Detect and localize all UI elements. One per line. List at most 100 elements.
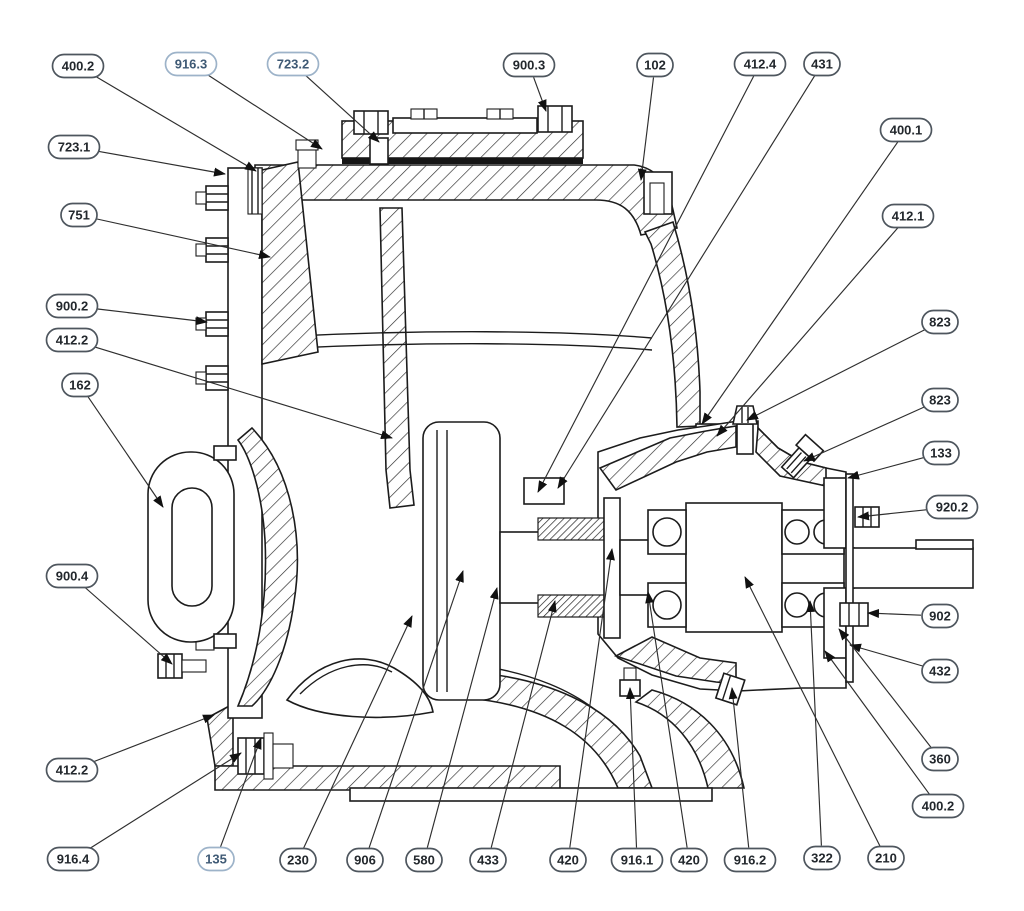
- leader-line-210: [744, 576, 881, 847]
- impeller-vane: [285, 658, 434, 719]
- leader-line-322: [806, 600, 822, 846]
- shaft-sleeve: [499, 531, 613, 604]
- callout-label: 916.4: [57, 852, 90, 867]
- callout-bubble: [879, 117, 933, 143]
- callout-bubble: [51, 53, 105, 79]
- callout-916.1: 916.1: [610, 687, 664, 873]
- cover-bolt: [537, 105, 573, 133]
- callout-bubble: [405, 847, 443, 873]
- callout-label: 412.4: [744, 57, 777, 72]
- leader-line-900.3: [533, 77, 547, 112]
- inner-wall: [379, 207, 415, 509]
- top-plate: [392, 117, 538, 134]
- callout-bubble: [346, 847, 384, 873]
- callout-bubble: [60, 202, 98, 228]
- top-flange: [254, 164, 678, 236]
- callout-label: 133: [930, 446, 952, 461]
- callout-431: 431: [557, 51, 841, 489]
- shaft-keyway: [915, 539, 974, 550]
- callout-label: 751: [68, 208, 90, 223]
- handle-tab: [213, 445, 237, 461]
- volute-right-wall: [643, 220, 701, 428]
- callout-label: 723.2: [277, 57, 310, 72]
- callout-133: 133: [847, 440, 960, 480]
- callout-label: 400.1: [890, 123, 923, 138]
- callout-bubble: [925, 494, 979, 520]
- leader-line-920.2: [857, 509, 927, 521]
- shaft-end: [851, 547, 974, 589]
- callout-906: 906: [346, 570, 464, 873]
- callout-label: 210: [875, 851, 897, 866]
- callout-label: 432: [929, 664, 951, 679]
- callout-412.4: 412.4: [537, 51, 787, 493]
- callout-823: 823: [746, 309, 959, 421]
- callout-900.2: 900.2: [45, 293, 208, 326]
- callout-label: 823: [929, 393, 951, 408]
- callout-bubble: [921, 746, 959, 772]
- callout-bubble: [46, 846, 100, 872]
- cover-bolt: [353, 110, 389, 135]
- callout-bubble: [279, 847, 317, 873]
- wear-plate: [261, 161, 319, 365]
- callout-bubble: [881, 203, 935, 229]
- callout-433: 433: [469, 600, 557, 873]
- callout-723.1: 723.1: [47, 134, 226, 177]
- callout-label: 723.1: [58, 140, 91, 155]
- handle-tab: [213, 633, 237, 649]
- callout-bubble: [636, 52, 674, 78]
- callout-label: 433: [477, 853, 499, 868]
- leader-line-900.4: [84, 586, 173, 665]
- callout-label: 400.2: [922, 799, 955, 814]
- leader-line-580: [426, 587, 499, 848]
- callout-bubble: [45, 293, 99, 319]
- leader-line-916.2: [728, 687, 750, 848]
- leader-line-360: [838, 628, 932, 749]
- callout-420: 420: [549, 548, 615, 873]
- leader-line-723.1: [98, 150, 226, 177]
- slinger-disc: [845, 473, 854, 683]
- mechanical-seal-upper: [537, 517, 605, 541]
- callout-bubble: [469, 847, 507, 873]
- top-plate-screw: [410, 108, 438, 120]
- leader-line-431: [557, 75, 816, 489]
- callout-916.3: 916.3: [164, 51, 323, 150]
- pump-cross-section: [147, 105, 974, 802]
- callout-823: 823: [803, 387, 959, 462]
- callout-360: 360: [838, 628, 959, 772]
- leader-line-162: [87, 396, 164, 508]
- callout-bubble: [921, 603, 959, 629]
- callout-bubble: [502, 52, 556, 78]
- leader-line-102: [637, 77, 655, 181]
- callout-label: 920.2: [936, 500, 969, 515]
- leader-line-133: [847, 457, 924, 480]
- flange-bolt: [195, 365, 229, 391]
- callout-162: 162: [61, 372, 164, 508]
- callout-label: 230: [287, 853, 309, 868]
- callout-135: 135: [197, 737, 262, 872]
- callout-bubble: [61, 372, 99, 398]
- callout-label: 412.2: [56, 763, 89, 778]
- callout-label: 580: [413, 853, 435, 868]
- callout-751: 751: [60, 202, 271, 260]
- bearing-ball: [652, 517, 682, 547]
- callout-420: 420: [645, 591, 708, 873]
- cover-gasket: [342, 158, 583, 164]
- leader-line-412.2: [94, 346, 393, 440]
- flange-bore: [649, 182, 665, 215]
- callout-label: 400.2: [62, 59, 95, 74]
- leader-line-412.2: [92, 714, 215, 763]
- leader-line-400.1: [701, 141, 899, 425]
- callout-label: 431: [811, 57, 833, 72]
- callout-label: 412.1: [892, 209, 925, 224]
- top-cover: [341, 105, 584, 165]
- callout-bubble: [803, 845, 841, 871]
- callout-920.2: 920.2: [857, 494, 979, 521]
- callout-label: 900.2: [56, 299, 89, 314]
- callout-916.2: 916.2: [723, 687, 777, 873]
- callout-label: 412.2: [56, 333, 89, 348]
- leader-line-823: [803, 406, 925, 462]
- leader-line-916.4: [88, 752, 242, 850]
- leader-line-230: [303, 615, 413, 849]
